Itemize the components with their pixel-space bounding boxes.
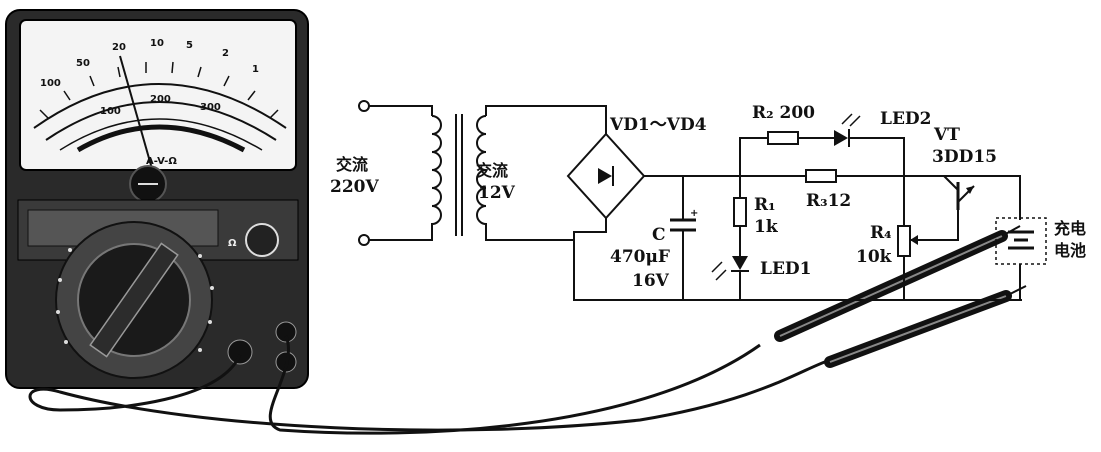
capacitor-c [670,176,696,300]
test-lead-red [268,335,761,435]
ac-input-label-2: 220V [330,177,379,197]
svg-text:100: 100 [100,106,121,117]
meter-mirror-band [76,124,246,153]
vt-name: VT [933,125,960,145]
meter-dial-text: A-V-Ω [146,156,177,167]
meter-scale-arc [59,118,263,151]
meter-scale-arc [45,101,277,141]
svg-text:300: 300 [200,102,221,113]
svg-text:20: 20 [112,42,126,53]
r1-value: 1k [754,217,779,237]
bridge-label: VD1～VD4 [609,115,707,135]
battery-label-2: 电池 [1054,241,1086,260]
svg-text:10: 10 [150,38,164,49]
cap-value-2: 16V [632,271,670,291]
svg-text:1: 1 [252,64,259,75]
cap-value-1: 470μF [610,247,670,267]
bridge-rectifier [566,132,646,220]
jack-plus[interactable] [275,321,297,343]
led1-symbol [711,256,749,300]
svg-text:200: 200 [150,94,171,105]
resistor-r2 [767,131,799,145]
cap-name: C [652,225,666,245]
secondary-label-2: 12V [478,183,516,203]
r1-name: R₁ [754,195,776,215]
test-leads [28,225,1027,435]
charger-circuit: 交流 220V 交流 12V VD1～VD4 + C [330,100,1086,301]
r4-value: 10k [856,247,893,267]
svg-text:100: 100 [40,78,61,89]
battery-label-1: 充电 [1054,219,1086,238]
svg-text:5: 5 [186,40,193,51]
resistor-r1 [733,176,747,256]
transistor-vt [943,175,975,210]
led1-label: LED1 [760,259,811,279]
led2-label: LED2 [880,109,931,129]
secondary-label-1: 交流 [476,161,508,180]
switch-mark: Ω [228,238,237,249]
test-lead-black [28,354,831,432]
led2-symbol [834,113,861,147]
meter-scale-arc [33,83,287,129]
r4-name: R₄ [870,223,892,243]
vt-type: 3DD15 [932,147,997,167]
multimeter: 100 50 20 10 5 2 1 100 200 300 A-V-Ω Ω [5,9,309,389]
ac-input-terminal-bottom [358,234,370,246]
ac-input-label-1: 交流 [336,155,368,174]
svg-text:50: 50 [76,58,90,69]
jack-com[interactable] [227,339,253,365]
transformer [431,114,487,236]
svg-text:2: 2 [222,48,229,59]
cap-plus: + [690,208,698,219]
ohm-adjust-knob[interactable] [245,223,279,257]
potentiometer-r4 [897,176,959,300]
ac-input-terminal-top [358,100,370,112]
rechargeable-battery [995,217,1047,300]
resistor-r3 [805,169,837,183]
r2-label: R₂ 200 [752,103,815,123]
r3-label: R₃12 [806,191,851,211]
